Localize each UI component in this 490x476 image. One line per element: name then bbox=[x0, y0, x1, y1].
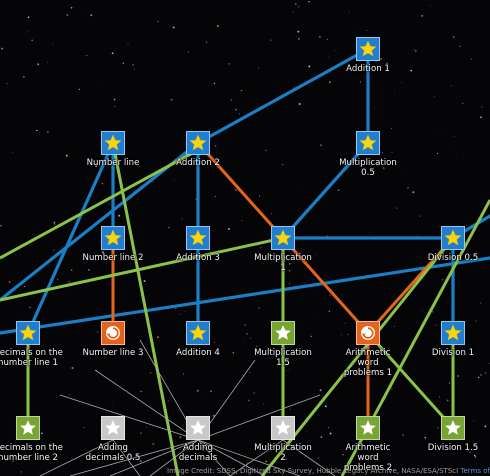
edge-line bbox=[0, 236, 284, 302]
review-icon bbox=[101, 321, 125, 345]
edge-line bbox=[0, 256, 490, 335]
node-adding-decimals[interactable]: Adding decimals bbox=[153, 416, 243, 463]
node-division-1-5[interactable]: Division 1.5 bbox=[408, 416, 490, 453]
node-multiplication-1[interactable]: Multiplication 1 bbox=[238, 226, 328, 273]
node-label: Addition 4 bbox=[176, 348, 220, 358]
edge-line bbox=[69, 439, 199, 476]
node-addition-4[interactable]: Addition 4 bbox=[153, 321, 243, 358]
edge-line bbox=[26, 141, 115, 335]
image-credit: Image Credit: SDSS, Digitized Sky Survey… bbox=[167, 467, 490, 475]
star-icon bbox=[271, 416, 295, 440]
edge-line bbox=[281, 141, 370, 240]
star-icon bbox=[186, 226, 210, 250]
node-multiplication-0-5[interactable]: Multiplication 0.5 bbox=[323, 131, 413, 178]
image-credit-text: Image Credit: SDSS, Digitized Sky Survey… bbox=[167, 467, 459, 475]
star-icon bbox=[186, 416, 210, 440]
star-icon bbox=[441, 321, 465, 345]
node-label: Multiplication 0.5 bbox=[339, 158, 397, 178]
star-icon bbox=[101, 416, 125, 440]
review-icon bbox=[356, 321, 380, 345]
node-division-0-5[interactable]: Division 0.5 bbox=[408, 226, 490, 263]
node-label: Addition 1 bbox=[346, 64, 390, 74]
edge-line bbox=[197, 439, 231, 476]
edge-line bbox=[39, 439, 114, 476]
node-label: Multiplication 2 bbox=[254, 443, 312, 463]
star-icon bbox=[16, 416, 40, 440]
edge-line bbox=[149, 439, 199, 476]
node-number-line-3[interactable]: Number line 3 bbox=[68, 321, 158, 358]
node-label: Division 0.5 bbox=[427, 253, 479, 263]
star-icon bbox=[356, 416, 380, 440]
star-icon bbox=[271, 321, 295, 345]
star-icon bbox=[101, 226, 125, 250]
node-addition-2[interactable]: Addition 2 bbox=[153, 131, 243, 168]
edge-line bbox=[197, 394, 321, 441]
node-decimals-on-the-number-line-2[interactable]: Decimals on the number line 2 bbox=[0, 416, 67, 463]
node-label: Decimals on the number line 1 bbox=[0, 348, 63, 368]
node-adding-decimals-0-5[interactable]: Adding decimals 0.5 bbox=[68, 416, 158, 463]
star-icon bbox=[441, 416, 465, 440]
edge-line bbox=[196, 47, 370, 145]
node-arithmetic-word-problems-1[interactable]: Arithmetic word problems 1 bbox=[323, 321, 413, 378]
node-label: Arithmetic word problems 1 bbox=[343, 348, 393, 378]
node-number-line-2[interactable]: Number line 2 bbox=[68, 226, 158, 263]
node-label: Addition 3 bbox=[176, 253, 220, 263]
edge-line bbox=[197, 439, 266, 476]
edge-line bbox=[0, 148, 199, 260]
node-division-1[interactable]: Division 1 bbox=[408, 321, 490, 358]
edge-line bbox=[281, 236, 370, 335]
star-icon bbox=[356, 131, 380, 155]
star-icon bbox=[271, 226, 295, 250]
edge-line bbox=[282, 439, 336, 476]
star-icon bbox=[441, 226, 465, 250]
node-label: Number line 2 bbox=[82, 253, 144, 263]
node-label: Adding decimals bbox=[178, 443, 218, 463]
edge-line bbox=[366, 331, 455, 430]
node-label: Division 1 bbox=[431, 348, 475, 358]
node-label: Number line 3 bbox=[82, 348, 144, 358]
node-label: Adding decimals 0.5 bbox=[85, 443, 141, 463]
edge-line bbox=[229, 439, 284, 476]
edge-line bbox=[112, 439, 141, 476]
node-label: Arithmetic word problems 2 bbox=[343, 443, 393, 473]
edge-line bbox=[109, 439, 199, 476]
node-label: Decimals on the number line 2 bbox=[0, 443, 63, 463]
node-addition-3[interactable]: Addition 3 bbox=[153, 226, 243, 263]
edge-line bbox=[111, 142, 180, 476]
node-label: Number line bbox=[86, 158, 140, 168]
node-addition-1[interactable]: Addition 1 bbox=[323, 37, 413, 74]
node-label: Addition 2 bbox=[176, 158, 220, 168]
star-icon bbox=[101, 131, 125, 155]
star-icon bbox=[186, 321, 210, 345]
node-multiplication-2[interactable]: Multiplication 2 bbox=[238, 416, 328, 463]
node-label: Multiplication 1.5 bbox=[254, 348, 312, 368]
node-label: Multiplication 1 bbox=[254, 253, 312, 273]
node-decimals-on-the-number-line-1[interactable]: Decimals on the number line 1 bbox=[0, 321, 67, 368]
star-icon bbox=[186, 131, 210, 155]
node-multiplication-1-5[interactable]: Multiplication 1.5 bbox=[238, 321, 328, 368]
edge-line bbox=[196, 141, 285, 240]
node-arithmetic-word-problems-2[interactable]: Arithmetic word problems 2 bbox=[323, 416, 413, 473]
node-number-line[interactable]: Number line bbox=[68, 131, 158, 168]
star-icon bbox=[16, 321, 40, 345]
star-icon bbox=[356, 37, 380, 61]
terms-link[interactable]: Terms of bbox=[460, 467, 490, 475]
edge-line bbox=[94, 369, 199, 441]
node-label: Division 1.5 bbox=[427, 443, 479, 453]
edge-line bbox=[59, 394, 199, 441]
edge-line bbox=[197, 439, 301, 476]
